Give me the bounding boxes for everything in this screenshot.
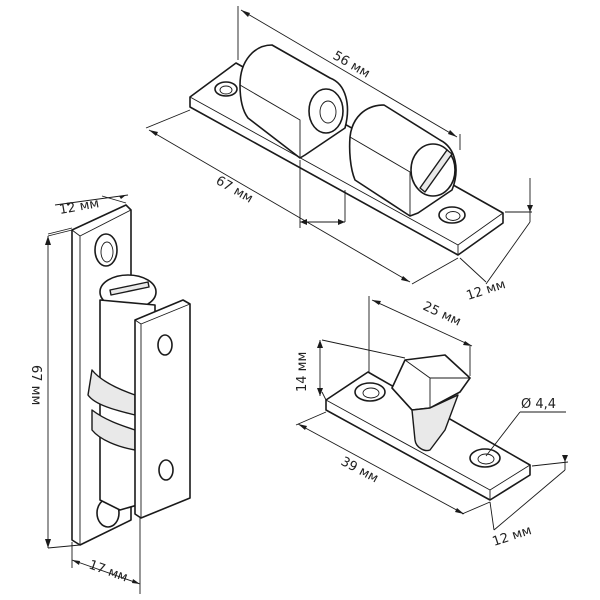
dim-label-17-left: 17 мм [87, 558, 130, 586]
left-latch-strike-plate [134, 299, 191, 519]
left-latch-top-hole [94, 233, 118, 267]
dim-line-56 [240, 9, 458, 138]
dim-label-56: 56 мм [330, 48, 372, 81]
dim-label-39: 39 мм [338, 454, 381, 486]
dim-label-12-top: 12 мм [465, 277, 508, 304]
dim-label-14: 14 мм [295, 352, 310, 392]
dim-label-67-top: 67 мм [213, 173, 255, 206]
dim-label-67-left: 67 мм [28, 365, 43, 405]
dim-line-17-left [71, 559, 141, 585]
dim-line-39 [297, 423, 465, 515]
top-latch-left-hole [214, 81, 238, 97]
top-latch-assembly: 56 мм 67 мм 12 мм [145, 6, 533, 304]
left-latch-assembly: 12 мм 67 мм 17 мм [28, 194, 191, 594]
dim-line-67-top [148, 129, 411, 283]
dim-label-12-left: 12 мм [58, 196, 100, 218]
dim-label-hole-diameter: Ø 4,4 [521, 397, 556, 412]
right-catch-assembly: 25 мм 14 мм 39 мм 12 мм Ø 4,4 [295, 296, 569, 550]
dim-line-25 [371, 299, 473, 347]
dim-leader-hole [485, 411, 521, 457]
